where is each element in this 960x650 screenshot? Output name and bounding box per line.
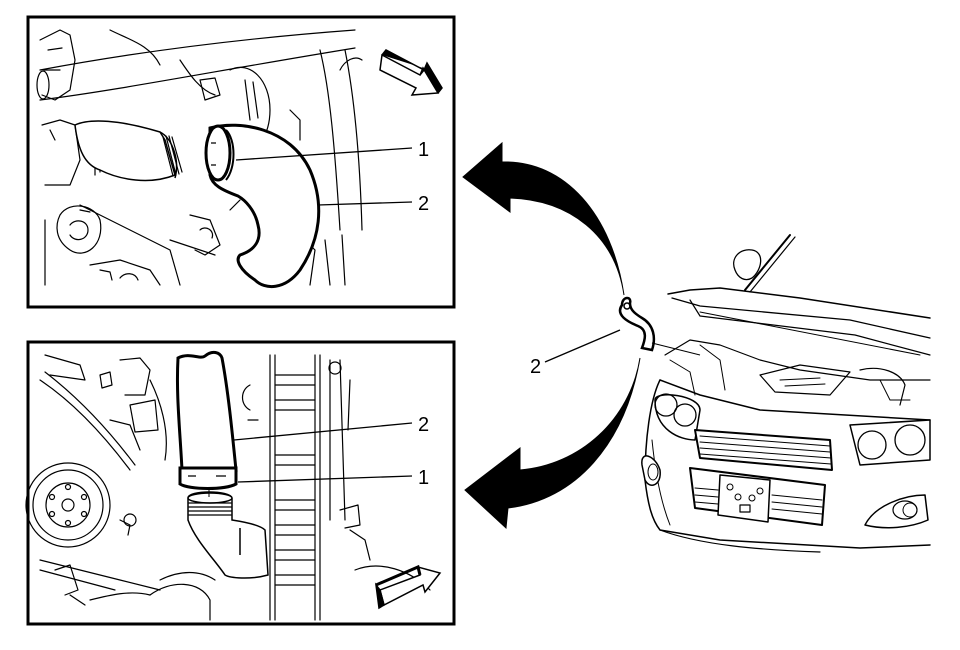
overview-callout-2: 2 <box>530 356 541 378</box>
upper-direction-arrow-icon <box>379 49 443 96</box>
overview-leader-2 <box>544 329 621 363</box>
upper-callout-2: 2 <box>418 193 429 215</box>
curved-arrow-lower-icon <box>464 357 641 530</box>
lower-pipe-threads <box>188 502 232 516</box>
lower-panel-frame <box>26 340 456 626</box>
upper-seal-ring <box>204 124 232 182</box>
upper-callout-1: 1 <box>418 139 429 161</box>
lower-callout-2: 2 <box>418 414 429 436</box>
upper-pipe-outlet <box>74 120 183 182</box>
license-plate <box>717 474 771 523</box>
overview-hose: 2 <box>530 296 701 378</box>
curved-arrow-upper-icon <box>462 141 625 296</box>
upper-callouts: 1 2 <box>235 139 429 215</box>
lower-direction-arrow-icon <box>374 564 442 610</box>
upper-grille-slats <box>699 435 832 465</box>
lower-seal-ring <box>178 466 238 490</box>
lower-leader-2 <box>233 422 413 441</box>
upper-pipe-threads <box>162 135 183 177</box>
upper-leader-2 <box>317 201 413 206</box>
upper-hose <box>204 123 321 289</box>
vehicle-front-illustration <box>641 234 931 553</box>
lower-detail-panel: 2 1 <box>25 340 456 626</box>
upper-leader-1 <box>235 147 413 161</box>
lower-callouts: 2 1 <box>233 414 429 489</box>
lower-leader-1 <box>237 475 413 483</box>
lower-hose <box>175 350 238 497</box>
lower-grille-slats <box>694 487 823 515</box>
lower-engine-background <box>25 354 431 621</box>
upper-detail-panel: 1 2 <box>26 15 456 309</box>
lower-callout-1: 1 <box>418 467 429 489</box>
lower-pipe-outlet <box>187 491 269 579</box>
